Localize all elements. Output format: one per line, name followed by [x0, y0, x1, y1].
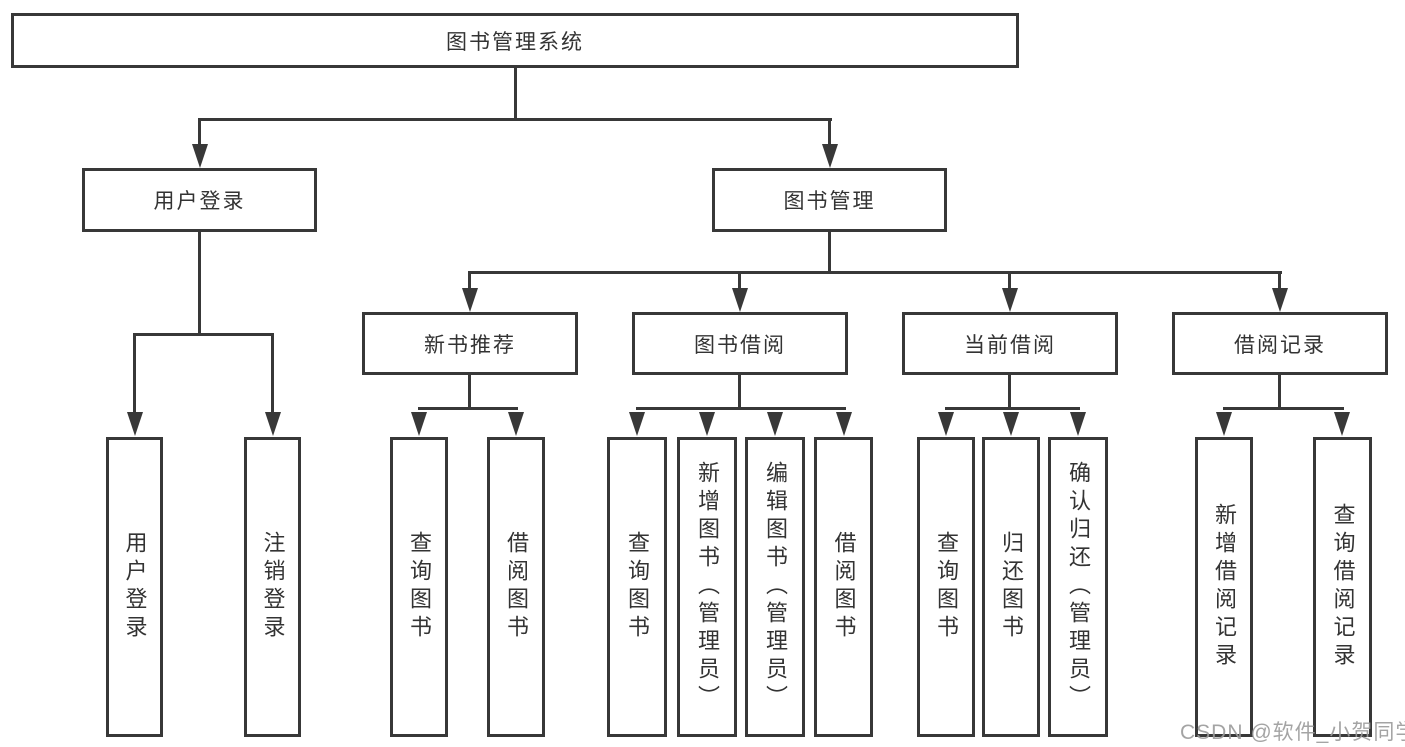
connector-line: [468, 375, 471, 410]
leaf-add-books-admin: 新增图书（管理员）: [677, 437, 737, 737]
arrow-down-icon: [462, 288, 478, 312]
node-label: 当前借阅: [964, 333, 1056, 357]
arrow-down-icon: [1334, 412, 1350, 436]
arrow-down-icon: [411, 412, 427, 436]
connector-line: [945, 407, 1080, 410]
connector-line: [514, 68, 517, 120]
leaf-label: 注销登录: [260, 531, 286, 643]
connector-line: [418, 407, 518, 410]
arrow-down-icon: [127, 412, 143, 436]
node-label: 借阅记录: [1234, 333, 1326, 357]
leaf-query-borrow-record: 查询借阅记录: [1313, 437, 1372, 737]
arrow-down-icon: [629, 412, 645, 436]
connector-line: [636, 407, 846, 410]
connector-line: [198, 118, 832, 121]
node-label: 图书借阅: [694, 333, 786, 357]
node-book-management: 图书管理: [712, 168, 947, 232]
node-borrowing-records: 借阅记录: [1172, 312, 1388, 375]
leaf-label: 归还图书: [999, 531, 1024, 643]
leaf-label: 新增图书（管理员）: [695, 461, 720, 713]
leaf-edit-books-admin: 编辑图书（管理员）: [745, 437, 805, 737]
connector-line: [198, 232, 201, 336]
leaf-label: 编辑图书（管理员）: [763, 461, 788, 713]
leaf-label: 用户登录: [122, 531, 148, 643]
connector-line: [1223, 407, 1344, 410]
arrow-down-icon: [767, 412, 783, 436]
leaf-label: 查询图书: [934, 531, 959, 643]
leaf-query-books-borrowing: 查询图书: [607, 437, 667, 737]
node-label: 图书管理系统: [446, 30, 584, 54]
arrow-down-icon: [508, 412, 524, 436]
connector-line: [133, 333, 136, 413]
connector-line: [738, 271, 741, 290]
connector-line: [1008, 375, 1011, 410]
node-label: 新书推荐: [424, 333, 516, 357]
leaf-label: 查询图书: [407, 531, 432, 643]
leaf-borrow-books-recommend: 借阅图书: [487, 437, 545, 737]
leaf-label: 查询图书: [625, 531, 650, 643]
leaf-label: 查询借阅记录: [1330, 503, 1356, 671]
arrow-down-icon: [822, 144, 838, 168]
arrow-down-icon: [265, 412, 281, 436]
connector-line: [468, 271, 471, 290]
arrow-down-icon: [836, 412, 852, 436]
leaf-user-login: 用户登录: [106, 437, 163, 737]
node-new-book-recommendation: 新书推荐: [362, 312, 578, 375]
connector-line: [271, 333, 274, 413]
leaf-label: 确认归还（管理员）: [1066, 461, 1091, 713]
arrow-down-icon: [1003, 412, 1019, 436]
connector-line: [738, 375, 741, 410]
leaf-label: 借阅图书: [831, 531, 857, 643]
connector-line: [1278, 271, 1281, 290]
leaf-logout: 注销登录: [244, 437, 301, 737]
connector-line: [198, 118, 201, 146]
leaf-query-books-current: 查询图书: [917, 437, 975, 737]
arrow-down-icon: [1272, 288, 1288, 312]
connector-line: [828, 232, 831, 274]
connector-line: [133, 333, 274, 336]
leaf-borrow-books: 借阅图书: [814, 437, 873, 737]
arrow-down-icon: [1002, 288, 1018, 312]
leaf-confirm-return-admin: 确认归还（管理员）: [1048, 437, 1108, 737]
connector-line: [1008, 271, 1011, 290]
leaf-label: 借阅图书: [504, 531, 529, 643]
leaf-query-books-recommend: 查询图书: [390, 437, 448, 737]
arrow-down-icon: [938, 412, 954, 436]
arrow-down-icon: [1216, 412, 1232, 436]
leaf-add-borrow-record: 新增借阅记录: [1195, 437, 1253, 737]
node-label: 用户登录: [153, 190, 246, 213]
connector-line: [1278, 375, 1281, 410]
leaf-return-books: 归还图书: [982, 437, 1040, 737]
node-label: 图书管理: [783, 190, 876, 213]
arrow-down-icon: [1070, 412, 1086, 436]
node-user-login: 用户登录: [82, 168, 317, 232]
csdn-watermark: CSDN @软件_小贺同学: [1180, 721, 1405, 744]
connector-line: [469, 271, 1282, 274]
node-book-borrowing: 图书借阅: [632, 312, 848, 375]
arrow-down-icon: [699, 412, 715, 436]
leaf-label: 新增借阅记录: [1212, 503, 1237, 671]
arrow-down-icon: [192, 144, 208, 168]
node-library-management-system: 图书管理系统: [11, 13, 1019, 68]
arrow-down-icon: [732, 288, 748, 312]
connector-line: [828, 118, 831, 146]
node-current-borrowing: 当前借阅: [902, 312, 1118, 375]
